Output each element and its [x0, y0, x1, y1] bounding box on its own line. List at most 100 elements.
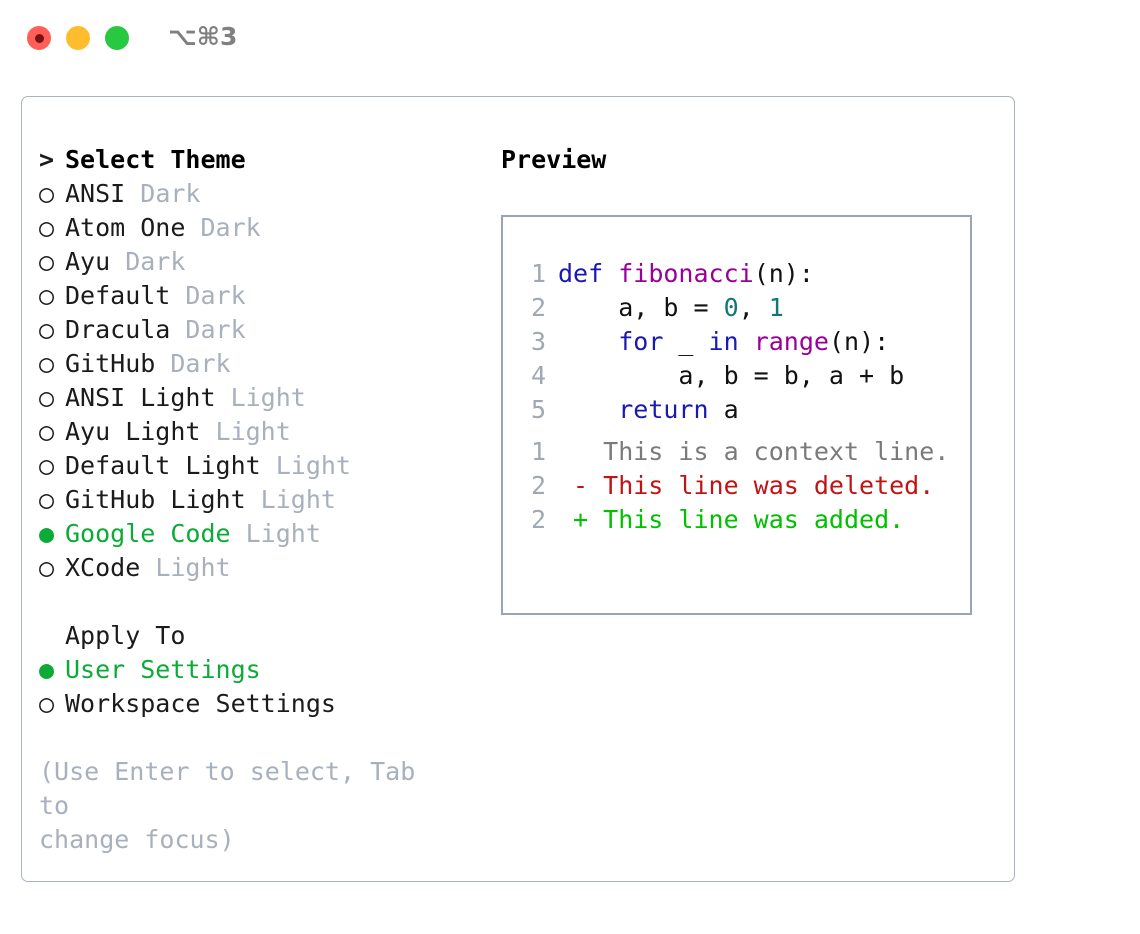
close-button-icon[interactable] [27, 26, 51, 50]
theme-list-item[interactable]: ○ANSI Light Light [39, 381, 489, 415]
code-line: 3 for _ in range(n): [518, 325, 962, 359]
theme-list-item[interactable]: ○Default Light Light [39, 449, 489, 483]
code-token: return [618, 395, 709, 424]
theme-list-item[interactable]: ○ ANSI Dark [39, 177, 489, 211]
code-token [558, 327, 618, 356]
line-number: 3 [530, 327, 546, 356]
code-token: def [558, 259, 619, 288]
theme-variant-tag: Dark [170, 281, 246, 310]
theme-variant-tag: Dark [185, 213, 261, 242]
radio-unselected-icon: ○ [39, 417, 55, 446]
keyboard-shortcut-label: ⌥⌘3 [168, 22, 238, 51]
theme-name: XCode [65, 553, 141, 582]
diff-line: 1 This is a context line. [518, 435, 962, 469]
code-token: 0 [723, 293, 739, 322]
code-token: (n): [828, 327, 890, 356]
theme-variant-tag: Dark [155, 349, 231, 378]
theme-list: ○ANSI Dark○Atom One Dark○Ayu Dark○Defaul… [39, 177, 489, 585]
theme-list-item[interactable]: ○GitHub Light Light [39, 483, 489, 517]
theme-list-item[interactable]: ○ Dracula Dark [39, 313, 489, 347]
line-number: 2 [530, 471, 546, 500]
code-line: 4 a, b = b, a + b [518, 359, 962, 393]
radio-unselected-icon: ○ [39, 281, 55, 310]
theme-variant-tag: Light [215, 383, 306, 412]
title-bar: ⌥⌘3 [0, 0, 1140, 78]
line-number: 4 [530, 361, 546, 390]
preview-title: Preview [501, 145, 607, 174]
radio-unselected-icon: ○ [39, 553, 55, 582]
diff-text: - This line was deleted. [558, 471, 935, 500]
theme-list-item[interactable]: ●Google Code Light [39, 517, 489, 551]
theme-variant-tag: Dark [125, 179, 201, 208]
theme-name: Default Light [65, 451, 261, 480]
prompt-marker-icon: > [39, 145, 55, 174]
code-token: 1 [768, 293, 784, 322]
theme-name: GitHub Light [65, 485, 246, 514]
apply-to-option[interactable]: ● User Settings [39, 653, 489, 687]
theme-list-title: > Select Theme [39, 143, 489, 177]
theme-variant-tag: Light [200, 417, 291, 446]
diff-sample: 1 This is a context line.2 - This line w… [518, 435, 962, 537]
line-number: 1 [530, 259, 546, 288]
theme-name: Ayu [65, 247, 111, 276]
theme-variant-tag: Dark [170, 315, 246, 344]
keyboard-hint-line-2: change focus) [39, 825, 235, 854]
code-token: a [708, 395, 739, 424]
keyboard-hint-line-1: (Use Enter to select, Tab to [39, 757, 416, 820]
window-controls [27, 26, 129, 50]
code-line: 1 def fibonacci(n): [518, 257, 962, 291]
minimize-button-icon[interactable] [66, 26, 90, 50]
page-title: Select Theme [65, 145, 246, 174]
code-token: , [738, 293, 769, 322]
theme-name: ANSI Light [65, 383, 216, 412]
apply-to-title: Apply To [65, 621, 186, 650]
diff-text: + This line was added. [558, 505, 905, 534]
theme-list-item[interactable]: ○ Default Dark [39, 279, 489, 313]
theme-list-item[interactable]: ○ GitHub Dark [39, 347, 489, 381]
radio-unselected-icon: ○ [39, 213, 55, 242]
theme-name: GitHub [65, 349, 156, 378]
code-line: 2 a, b = 0, 1 [518, 291, 962, 325]
line-number: 2 [530, 293, 546, 322]
theme-list-item[interactable]: ○Ayu Light Light [39, 415, 489, 449]
diff-text: This is a context line. [558, 437, 950, 466]
maximize-button-icon[interactable] [105, 26, 129, 50]
section-spacer [39, 585, 489, 619]
radio-selected-icon: ● [39, 655, 55, 684]
keyboard-hint: (Use Enter to select, Tab to change focu… [39, 755, 451, 857]
radio-unselected-icon: ○ [39, 179, 55, 208]
radio-selected-icon: ● [39, 519, 55, 548]
theme-variant-tag: Dark [110, 247, 186, 276]
theme-list-item[interactable]: ○Atom One Dark [39, 211, 489, 245]
radio-unselected-icon: ○ [39, 247, 55, 276]
radio-unselected-icon: ○ [39, 451, 55, 480]
theme-list-item[interactable]: ○ Ayu Dark [39, 245, 489, 279]
main-panel: >Select Theme ○ANSI Dark○Atom One Dark○A… [21, 96, 1015, 882]
radio-unselected-icon: ○ [39, 349, 55, 378]
theme-name: ANSI [65, 179, 126, 208]
code-token: for [618, 327, 664, 356]
apply-to-label: Workspace Settings [65, 689, 336, 718]
code-token: range [753, 327, 829, 356]
code-token: (n): [753, 259, 814, 288]
code-line: 5 return a [518, 393, 962, 427]
code-token: a, b = [558, 293, 724, 322]
radio-unselected-icon: ○ [39, 485, 55, 514]
apply-to-option[interactable]: ○ Workspace Settings [39, 687, 489, 721]
line-number: 5 [530, 395, 546, 424]
line-number: 1 [530, 437, 546, 466]
theme-list-item[interactable]: ○XCode Light [39, 551, 489, 585]
radio-unselected-icon: ○ [39, 689, 55, 718]
apply-to-label: User Settings [65, 655, 261, 684]
theme-selector-column: >Select Theme ○ANSI Dark○Atom One Dark○A… [39, 143, 489, 857]
theme-name: Dracula [65, 315, 171, 344]
radio-unselected-icon: ○ [39, 315, 55, 344]
theme-variant-tag: Light [230, 519, 321, 548]
code-token: in [708, 327, 739, 356]
code-token: fibonacci [618, 259, 754, 288]
apply-to-options: ● User Settings ○ Workspace Settings [39, 653, 489, 721]
theme-name: Default [65, 281, 171, 310]
